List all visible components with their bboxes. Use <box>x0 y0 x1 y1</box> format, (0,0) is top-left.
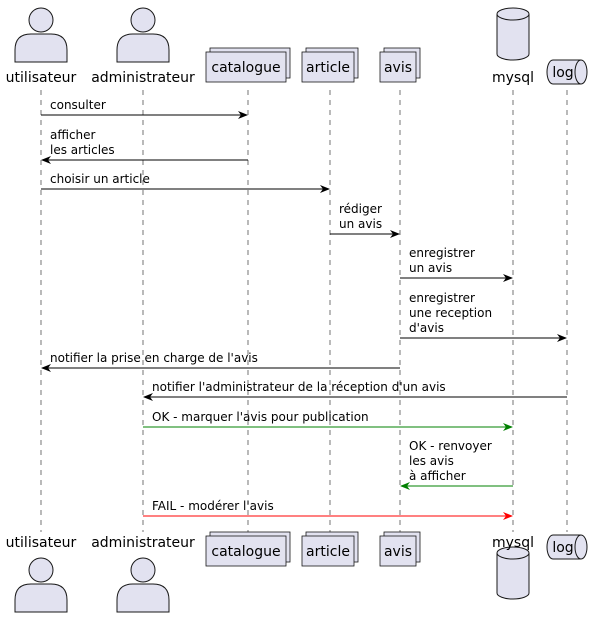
participants-bottom: utilisateur administrateur catalogue articl… <box>6 531 588 613</box>
participant-mysql-top: mysql <box>492 7 534 86</box>
message-label: enregistrer <box>409 246 475 260</box>
message-label: un avis <box>339 217 382 231</box>
queue-rim <box>574 534 582 560</box>
participant-avis-top: avis <box>379 47 421 83</box>
participant-utilisateur-top: utilisateur <box>6 7 77 86</box>
message-6: notifier la prise en charge de l'avis <box>41 351 400 372</box>
participant-label: administrateur <box>91 70 195 86</box>
database-icon <box>496 546 530 600</box>
message-label: OK - marquer l'avis pour publication <box>152 410 369 424</box>
participant-catalogue-top: catalogue <box>205 47 291 83</box>
participant-log-top: log <box>546 59 588 85</box>
participant-administrateur-bottom: administrateur <box>91 535 195 613</box>
participant-article-bottom: article <box>301 531 359 567</box>
message-0: consulter <box>41 98 248 119</box>
participant-mysql-bottom: mysql <box>492 535 534 600</box>
participant-label: article <box>306 60 350 76</box>
actor-body-icon <box>116 33 170 63</box>
message-2: choisir un article <box>41 172 330 193</box>
actor-head-icon <box>130 7 156 33</box>
message-label: notifier l'administrateur de la réceptio… <box>152 380 446 394</box>
message-7: notifier l'administrateur de la réceptio… <box>143 380 567 401</box>
participant-label: utilisateur <box>6 535 77 551</box>
lifelines <box>40 90 568 532</box>
participant-avis-bottom: avis <box>379 531 421 567</box>
collection-front-box <box>205 51 287 83</box>
actor-body-icon <box>14 583 68 613</box>
message-label: rédiger <box>339 202 382 216</box>
message-label: d'avis <box>409 321 444 335</box>
participant-catalogue-bottom: catalogue <box>205 531 291 567</box>
participant-label: utilisateur <box>6 70 77 86</box>
message-8: OK - marquer l'avis pour publication <box>143 410 513 431</box>
collection-front-box <box>301 51 355 83</box>
actor-head-icon <box>130 557 156 583</box>
message-label: un avis <box>409 261 452 275</box>
participant-utilisateur-bottom: utilisateur <box>6 535 77 613</box>
participant-label: administrateur <box>91 535 195 551</box>
message-label: enregistrer <box>409 291 475 305</box>
collection-front-box <box>379 51 417 83</box>
message-label: OK - renvoyer <box>409 439 492 453</box>
message-label: afficher <box>50 128 96 142</box>
actor-body-icon <box>116 583 170 613</box>
message-label: consulter <box>50 98 106 112</box>
participant-administrateur-top: administrateur <box>91 7 195 86</box>
message-label: notifier la prise en charge de l'avis <box>50 351 258 365</box>
actor-head-icon <box>28 7 54 33</box>
participant-log-bottom: log <box>546 534 588 560</box>
message-label: choisir un article <box>50 172 150 186</box>
participant-label: avis <box>384 544 412 560</box>
participant-article-top: article <box>301 47 359 83</box>
actor-head-icon <box>28 557 54 583</box>
actor-body-icon <box>14 33 68 63</box>
database-rim <box>496 552 530 560</box>
message-label: les articles <box>50 143 115 157</box>
participant-label: avis <box>384 60 412 76</box>
participant-label: mysql <box>492 535 534 551</box>
participant-label: log <box>552 65 573 81</box>
database-rim <box>496 13 530 21</box>
message-label: les avis <box>409 454 454 468</box>
collection-front-box <box>205 535 287 567</box>
message-label: FAIL - modérer l'avis <box>152 499 274 513</box>
participant-label: log <box>552 540 573 556</box>
participants-top: utilisateur administrateur catalogue articl… <box>6 7 588 86</box>
collection-front-box <box>379 535 417 567</box>
participant-label: article <box>306 544 350 560</box>
message-label: à afficher <box>409 469 466 483</box>
participant-label: mysql <box>492 70 534 86</box>
message-label: une reception <box>409 306 492 320</box>
database-icon <box>496 7 530 61</box>
collection-front-box <box>301 535 355 567</box>
participant-label: catalogue <box>211 544 280 560</box>
message-10: FAIL - modérer l'avis <box>143 499 513 520</box>
participant-label: catalogue <box>211 60 280 76</box>
queue-rim <box>574 59 582 85</box>
